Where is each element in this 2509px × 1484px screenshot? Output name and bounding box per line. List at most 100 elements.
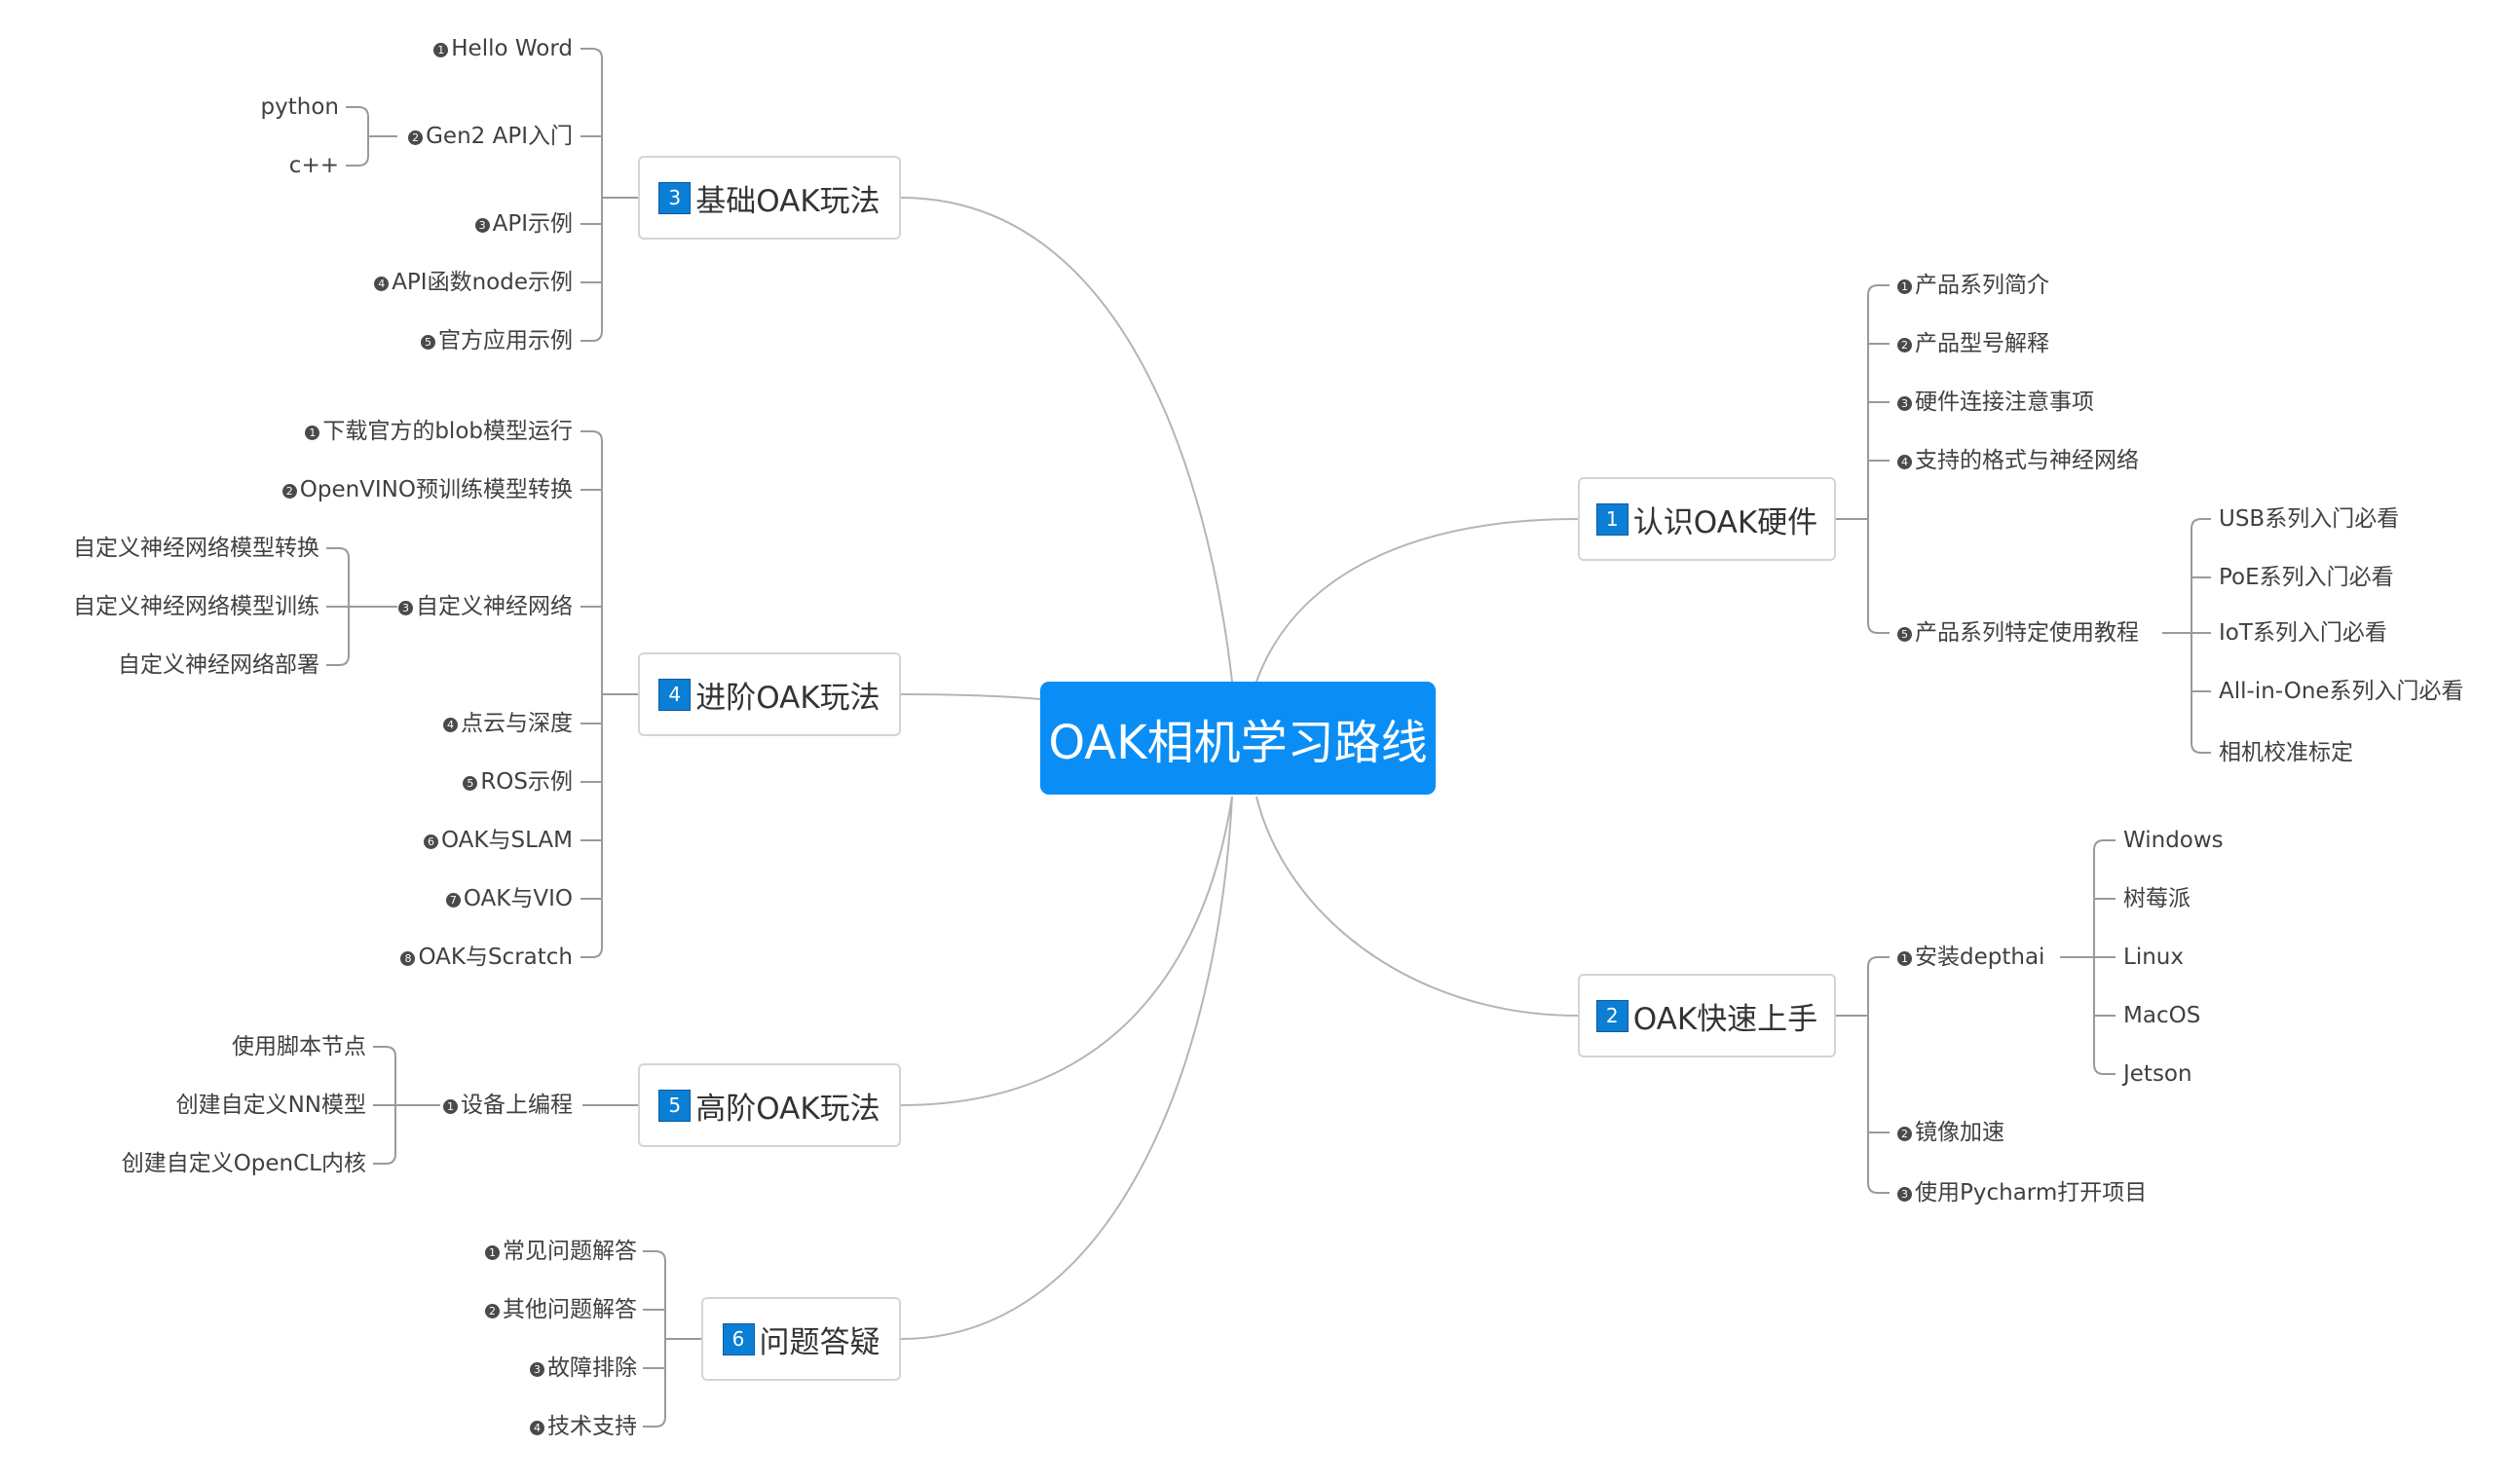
- connector-b6: [900, 796, 1233, 1340]
- subtopic-label: 其他问题解答: [503, 1297, 637, 1322]
- central-topic[interactable]: OAK相机学习路线: [1040, 682, 1436, 795]
- number-bullet: 4: [530, 1421, 544, 1435]
- subtopic-label: 下载官方的blob模型运行: [322, 419, 573, 444]
- number-bullet: 3: [530, 1362, 544, 1377]
- number-bullet: 8: [400, 951, 416, 966]
- subtopic-label: 产品系列简介: [1915, 273, 2049, 298]
- topic-qa[interactable]: 6 问题答疑: [701, 1297, 901, 1381]
- number-bullet: 1: [305, 426, 320, 440]
- connector-b1: [1255, 518, 1579, 683]
- topic-hardware[interactable]: 1 认识OAK硬件: [1578, 477, 1836, 561]
- connector-b5: [900, 796, 1233, 1106]
- topic-quick-start[interactable]: 2 OAK快速上手: [1578, 974, 1836, 1057]
- topic-label: 进阶OAK玩法: [695, 680, 880, 716]
- leaf-topic[interactable]: MacOS: [2123, 1003, 2201, 1028]
- topic-basic[interactable]: 3 基础OAK玩法: [638, 156, 901, 240]
- topic-label: 问题答疑: [759, 1324, 880, 1360]
- subtopic-label: 设备上编程: [461, 1093, 573, 1118]
- number-bullet: 2: [408, 130, 424, 145]
- subtopic-label: OAK与SLAM: [440, 828, 573, 853]
- leaf-topic[interactable]: 使用脚本节点: [232, 1034, 366, 1059]
- subtopic-label: 使用Pycharm打开项目: [1915, 1180, 2148, 1206]
- subtopic-label: 硬件连接注意事项: [1915, 390, 2094, 415]
- leaf-topic[interactable]: 创建自定义NN模型: [175, 1093, 366, 1118]
- leaf-topic[interactable]: IoT系列入门必看: [2219, 620, 2387, 646]
- leaf-topic[interactable]: c++: [288, 153, 339, 178]
- number-bullet: 4: [443, 718, 458, 732]
- topic-label: 高阶OAK玩法: [695, 1091, 880, 1127]
- leaf-topic[interactable]: PoE系列入门必看: [2219, 565, 2394, 590]
- topic-number-badge: 3: [658, 181, 692, 214]
- topic-label: 基础OAK玩法: [695, 183, 880, 219]
- leaf-topic[interactable]: 自定义神经网络模型转换: [73, 536, 319, 561]
- number-bullet: 5: [463, 776, 478, 791]
- subtopic-label: 镜像加速: [1915, 1120, 2004, 1145]
- leaf-topic[interactable]: 自定义神经网络模型训练: [73, 594, 319, 619]
- topic-number-badge: 5: [658, 1089, 692, 1122]
- leaf-topic[interactable]: 树莓派: [2123, 886, 2191, 911]
- subtopic-label: 技术支持: [547, 1414, 637, 1439]
- topic-number-badge: 4: [658, 678, 692, 711]
- connector-b3: [900, 197, 1233, 683]
- subtopic-label: 产品系列特定使用教程: [1915, 620, 2139, 646]
- subtopic-label: Gen2 API入门: [426, 124, 573, 149]
- subtopic-label: API函数node示例: [392, 270, 573, 295]
- topic-expert[interactable]: 5 高阶OAK玩法: [638, 1063, 901, 1147]
- topic-number-badge: 1: [1595, 502, 1629, 536]
- leaf-topic[interactable]: 自定义神经网络部署: [118, 652, 319, 678]
- topic-advanced[interactable]: 4 进阶OAK玩法: [638, 652, 901, 736]
- leaf-topic[interactable]: 相机校准标定: [2219, 740, 2353, 765]
- subtopic-label: ROS示例: [480, 769, 573, 795]
- number-bullet: 4: [1897, 455, 1912, 469]
- subtopic-label: API示例: [492, 211, 573, 237]
- number-bullet: 1: [433, 43, 449, 57]
- leaf-topic[interactable]: Jetson: [2123, 1061, 2192, 1087]
- number-bullet: 2: [1897, 338, 1912, 352]
- topic-label: 认识OAK硬件: [1632, 504, 1818, 540]
- subtopic-label: 官方应用示例: [438, 328, 573, 353]
- leaf-topic[interactable]: All-in-One系列入门必看: [2219, 679, 2464, 704]
- leaf-topic[interactable]: USB系列入门必看: [2219, 506, 2400, 532]
- number-bullet: 2: [485, 1304, 500, 1318]
- subtopic-label: OpenVINO预训练模型转换: [299, 477, 573, 502]
- connector-b4: [900, 693, 1041, 700]
- number-bullet: 6: [423, 835, 438, 849]
- leaf-topic[interactable]: python: [260, 94, 339, 120]
- subtopic-label: Hello Word: [451, 36, 573, 61]
- connector-b2: [1255, 796, 1579, 1017]
- subtopic-label: 点云与深度: [461, 711, 573, 736]
- leaf-topic[interactable]: Windows: [2123, 828, 2224, 853]
- leaf-topic[interactable]: Linux: [2123, 945, 2184, 970]
- leaf-topic[interactable]: 创建自定义OpenCL内核: [121, 1151, 366, 1176]
- number-bullet: 3: [1897, 396, 1912, 411]
- subtopic-label: OAK与VIO: [463, 886, 573, 911]
- subtopic-label: 安装depthai: [1915, 945, 2045, 970]
- topic-label: OAK快速上手: [1632, 1001, 1818, 1037]
